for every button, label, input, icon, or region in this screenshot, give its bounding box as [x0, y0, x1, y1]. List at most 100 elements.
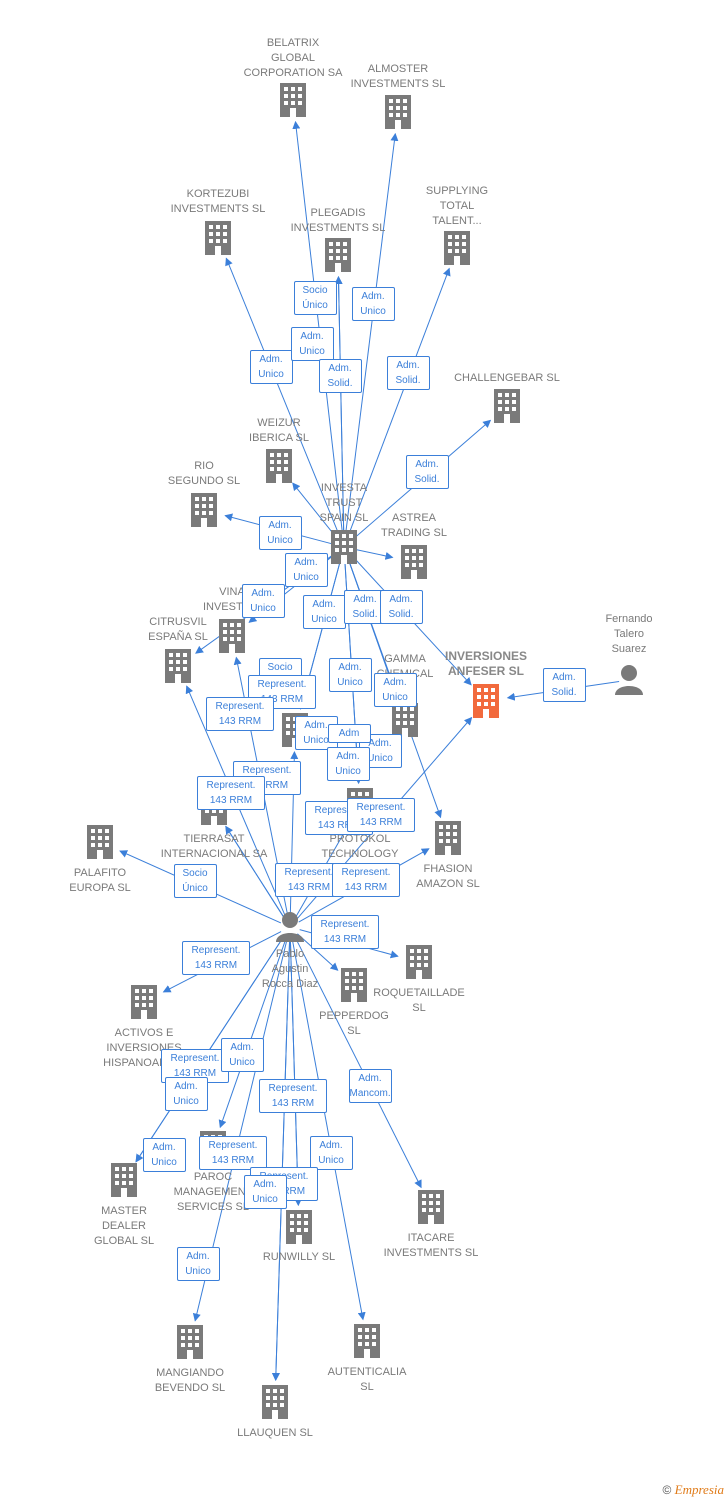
building-icon[interactable]: [406, 945, 432, 979]
focus-company-icon[interactable]: [473, 684, 499, 718]
company-label[interactable]: LLAUQUEN SL: [237, 1427, 313, 1439]
edge-layer: [119, 120, 620, 1382]
relation-badge[interactable]: Represent. 143 RRM: [311, 915, 379, 949]
relation-badge[interactable]: Adm. Unico: [351, 287, 395, 321]
person-icon[interactable]: [615, 665, 643, 695]
relation-badge[interactable]: Adm. Solid.: [318, 359, 362, 393]
building-icon[interactable]: [354, 1324, 380, 1358]
company-label[interactable]: CITRUSVIL ESPAÑA SL: [148, 616, 208, 643]
copyright-mark: ©: [662, 1483, 672, 1497]
relation-badge[interactable]: Adm. Solid.: [379, 590, 423, 624]
company-label[interactable]: ASTREA TRADING SL: [380, 512, 448, 539]
relation-badge[interactable]: Socio Único: [173, 864, 217, 898]
person-label[interactable]: Fernando Talero Suarez: [605, 613, 653, 655]
company-label[interactable]: INVESTA TRUST SPAIN SL: [319, 482, 369, 524]
relation-badge[interactable]: Adm. Unico: [220, 1038, 264, 1072]
relation-badge[interactable]: Represent. 143 RRM: [182, 941, 250, 975]
building-icon[interactable]: [401, 545, 427, 579]
company-label[interactable]: ALMOSTER INVESTMENTS SL: [350, 63, 446, 90]
relation-badge[interactable]: Adm. Unico: [176, 1247, 220, 1281]
relation-badge[interactable]: Adm. Unico: [241, 584, 285, 618]
relation-badge[interactable]: Represent. 143 RRM: [199, 1136, 267, 1170]
relation-badge[interactable]: Represent. 143 RRM: [347, 798, 415, 832]
footer: © Empresia: [662, 1482, 724, 1498]
person-label[interactable]: Pablo Agustin Rocca Diaz: [261, 948, 319, 990]
relation-badge[interactable]: Adm. Solid.: [386, 356, 430, 390]
building-icon[interactable]: [385, 95, 411, 129]
relation-badge[interactable]: Represent. 143 RRM: [332, 863, 400, 897]
person-icon[interactable]: [276, 912, 304, 942]
relation-edge: [347, 267, 451, 538]
relation-badge[interactable]: Adm. Unico: [258, 516, 302, 550]
company-label[interactable]: PLEGADIS INVESTMENTS SL: [290, 207, 386, 234]
building-icon[interactable]: [177, 1325, 203, 1359]
relation-badge[interactable]: Adm. Unico: [284, 553, 328, 587]
company-label[interactable]: ROQUETAILLADE SL: [373, 987, 465, 1014]
company-label[interactable]: MASTER DEALER GLOBAL SL: [93, 1205, 155, 1247]
company-label[interactable]: MANGIANDO BEVENDO SL: [154, 1367, 226, 1394]
building-icon[interactable]: [444, 231, 470, 265]
relation-badge[interactable]: Adm. Unico: [249, 350, 293, 384]
relation-edge: [292, 482, 339, 540]
building-icon[interactable]: [494, 389, 520, 423]
building-icon[interactable]: [266, 449, 292, 483]
relation-badge[interactable]: Adm. Solid.: [343, 590, 387, 624]
relation-badge[interactable]: Adm. Unico: [328, 658, 372, 692]
building-icon[interactable]: [165, 649, 191, 683]
relation-badge[interactable]: Represent. 143 RRM: [259, 1079, 327, 1113]
relation-badge[interactable]: Adm. Unico: [326, 747, 370, 781]
building-icon[interactable]: [262, 1385, 288, 1419]
company-label[interactable]: PROTOKOL TECHNOLOGY: [321, 833, 399, 860]
relation-badge[interactable]: Adm. Mancom.: [348, 1069, 392, 1103]
building-icon[interactable]: [286, 1210, 312, 1244]
company-label[interactable]: TIERRASAT INTERNACIONAL SA: [160, 833, 268, 860]
relation-badge[interactable]: Adm. Unico: [243, 1175, 287, 1209]
company-label[interactable]: RIO SEGUNDO SL: [167, 460, 241, 487]
building-icon[interactable]: [205, 221, 231, 255]
building-icon[interactable]: [418, 1190, 444, 1224]
relation-badge[interactable]: Represent. 143 RRM: [206, 697, 274, 731]
building-icon[interactable]: [331, 530, 357, 564]
company-label[interactable]: RUNWILLY SL: [262, 1251, 336, 1263]
relation-badge[interactable]: Socio: [258, 657, 302, 677]
company-label[interactable]: KORTEZUBI INVESTMENTS SL: [170, 188, 266, 215]
building-icon[interactable]: [280, 83, 306, 117]
building-icon[interactable]: [131, 985, 157, 1019]
relation-badge[interactable]: Adm. Unico: [373, 673, 417, 707]
company-label[interactable]: PEPPERDOG SL: [319, 1010, 389, 1037]
relation-badge[interactable]: Represent. 143 RRM: [275, 863, 343, 897]
relation-badge[interactable]: Adm: [327, 723, 371, 743]
building-icon[interactable]: [435, 821, 461, 855]
brand-logo[interactable]: Empresia: [674, 1482, 724, 1497]
building-icon[interactable]: [219, 619, 245, 653]
company-label[interactable]: AUTENTICALIA SL: [327, 1366, 407, 1393]
relation-badge[interactable]: Adm. Solid.: [405, 455, 449, 489]
relation-badge[interactable]: Adm. Unico: [309, 1136, 353, 1170]
company-label[interactable]: WEIZUR IBERICA SL: [249, 417, 309, 444]
relation-badge[interactable]: Adm. Unico: [142, 1138, 186, 1172]
relation-edge: [225, 257, 341, 538]
relation-badge[interactable]: Adm. Unico: [164, 1077, 208, 1111]
building-icon[interactable]: [325, 238, 351, 272]
company-label[interactable]: PAROC MANAGEMENT SERVICES SL: [173, 1171, 253, 1213]
relation-badge[interactable]: Socio Único: [293, 281, 337, 315]
company-label[interactable]: CHALLENGEBAR SL: [454, 372, 560, 384]
relation-badge[interactable]: Adm. Solid.: [542, 668, 586, 702]
relation-edge: [294, 935, 422, 1189]
relation-edge: [334, 275, 345, 538]
building-icon[interactable]: [341, 968, 367, 1002]
building-icon[interactable]: [392, 703, 418, 737]
relation-badge[interactable]: Adm. Unico: [302, 595, 346, 629]
company-label[interactable]: ITACARE INVESTMENTS SL: [383, 1232, 479, 1259]
company-label[interactable]: SUPPLYING TOTAL TALENT...: [425, 185, 489, 227]
company-label[interactable]: FHASION AMAZON SL: [416, 863, 480, 890]
company-label[interactable]: BELATRIX GLOBAL CORPORATION SA: [243, 37, 343, 79]
building-icon[interactable]: [111, 1163, 137, 1197]
company-label[interactable]: INVERSIONES ANFESER SL: [444, 649, 528, 678]
relation-badge[interactable]: Adm. Unico: [290, 327, 334, 361]
relation-badge[interactable]: Represent. 143 RRM: [197, 776, 265, 810]
building-icon[interactable]: [191, 493, 217, 527]
company-label[interactable]: PALAFITO EUROPA SL: [69, 867, 131, 894]
relation-badge[interactable]: Adm. Unico: [294, 716, 338, 750]
building-icon[interactable]: [87, 825, 113, 859]
